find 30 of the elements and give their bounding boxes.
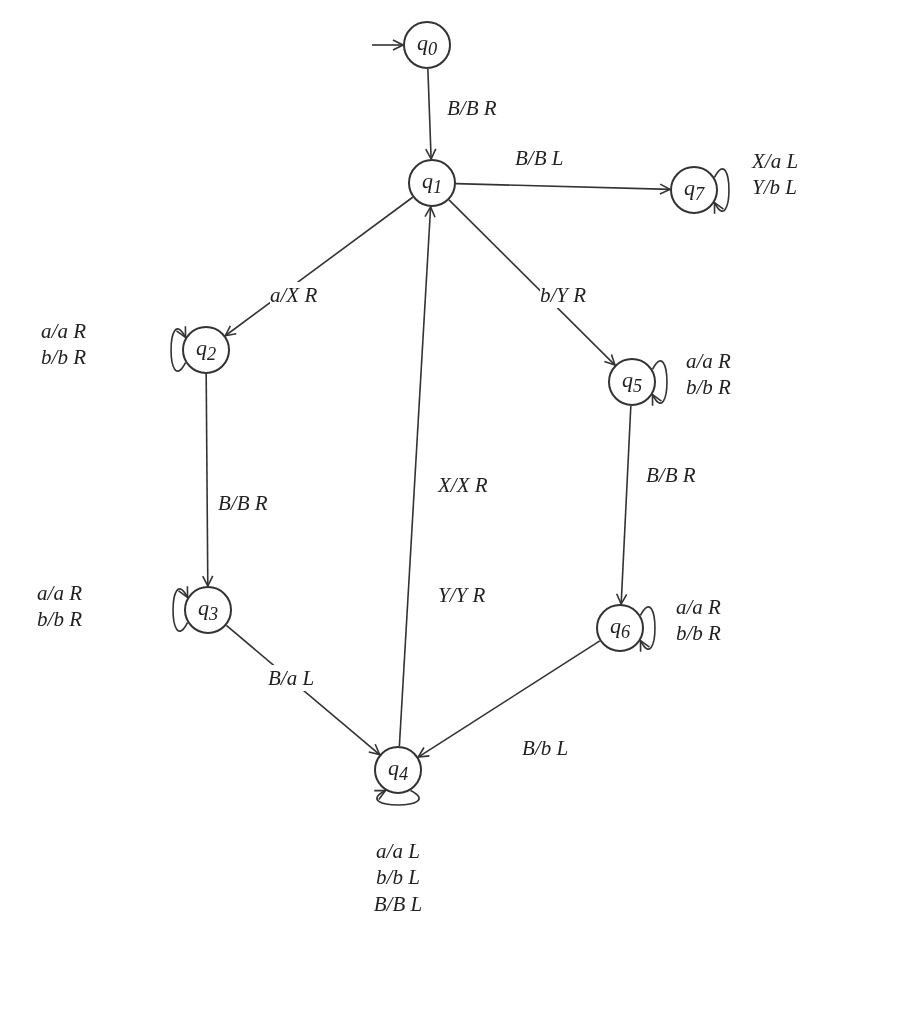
state-circle bbox=[408, 159, 456, 207]
self-loop-arrow bbox=[172, 585, 189, 632]
state-label: q$_{0}$ bbox=[416, 29, 438, 61]
state-label: q$_{5}$ bbox=[621, 366, 643, 398]
state-label: q$_{4}$ bbox=[387, 754, 409, 786]
transition-arrow bbox=[201, 373, 214, 587]
self-loop-arrow bbox=[639, 606, 656, 653]
self-loop-arrow bbox=[651, 360, 668, 407]
state-label: q$_{6}$ bbox=[609, 612, 631, 644]
state-label: q$_{2}$ bbox=[195, 334, 217, 366]
transition-arrow bbox=[455, 182, 671, 195]
state-circle bbox=[184, 586, 232, 634]
transition-arrow bbox=[398, 206, 436, 747]
state-label: q$_{3}$ bbox=[197, 594, 219, 626]
transition-arrow bbox=[448, 199, 616, 366]
state-label: q$_{7}$ bbox=[683, 174, 705, 206]
transition-arrow bbox=[615, 405, 632, 605]
state-circle bbox=[596, 604, 644, 652]
state-circle bbox=[374, 746, 422, 794]
start-arrow bbox=[371, 39, 404, 51]
self-loop-arrow bbox=[373, 789, 420, 806]
state-circle bbox=[670, 166, 718, 214]
transition-arrow bbox=[424, 68, 437, 160]
state-circle bbox=[182, 326, 230, 374]
self-loop-arrow bbox=[170, 325, 187, 372]
state-circle bbox=[403, 21, 451, 69]
self-loop-arrow bbox=[713, 168, 730, 215]
state-label: q$_{1}$ bbox=[421, 167, 443, 199]
transition-arrow bbox=[417, 640, 601, 758]
state-circle bbox=[608, 358, 656, 406]
